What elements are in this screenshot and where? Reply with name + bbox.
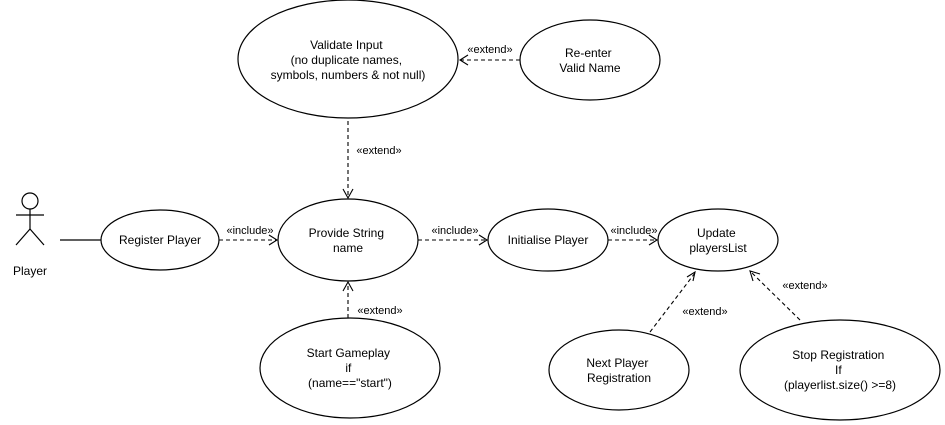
relation-stop-extends-update: «extend»: [749, 270, 828, 321]
actor-right-leg: [29, 228, 45, 246]
use-case-validate-input-label: Validate Input (no duplicate names, symb…: [271, 38, 426, 82]
use-case-provide-string-label: Provide String name: [309, 226, 388, 255]
relation-reenter-extends-validate: «extend»: [458, 44, 520, 66]
use-case-reenter-name-label: Re-enter Valid Name: [559, 46, 620, 75]
use-case-start-gameplay-label: Start Gameplay if (name=="start"): [307, 346, 394, 390]
relation-validate-extends-provide: «extend»: [342, 121, 402, 200]
use-case-reenter-name: [519, 19, 661, 101]
actor-head: [21, 192, 39, 210]
relation-provide-includes-initialise: «include»: [418, 225, 489, 246]
stereotype-label: «include»: [226, 225, 273, 237]
stereotype-label: «extend»: [357, 305, 402, 317]
relation-register-includes-provide: «include»: [219, 225, 279, 246]
relation-start-extends-provide: «extend»: [342, 280, 403, 318]
relation-initialise-includes-update: «include»: [608, 225, 659, 246]
stereotype-label: «extend»: [467, 44, 512, 56]
use-case-update-players-label: Update playersList: [689, 226, 747, 255]
stereotype-label: «include»: [431, 225, 478, 237]
use-case-validate-input: [237, 0, 459, 119]
use-case-update-players: [657, 208, 779, 272]
relation-next-extends-update: «extend»: [649, 270, 728, 333]
actor-left-leg: [15, 228, 31, 246]
use-case-next-player-label: Next Player Registration: [586, 356, 651, 385]
actor-label: Player: [13, 264, 47, 278]
use-case-stop-registration: [739, 319, 941, 421]
use-case-start-gameplay: [259, 317, 441, 419]
player-actor: Player: [13, 192, 47, 278]
stereotype-label: «extend»: [782, 280, 827, 292]
use-case-register-player-label: Register Player: [119, 233, 201, 247]
stereotype-label: «extend»: [356, 145, 401, 157]
stereotype-label: «include»: [610, 225, 657, 237]
use-case-provide-string: [277, 198, 419, 282]
use-case-initialise-player-label: Initialise Player: [508, 233, 589, 247]
stereotype-label: «extend»: [682, 306, 727, 318]
use-case-stop-registration-label: Stop Registration If (playerlist.size() …: [784, 348, 896, 392]
use-case-next-player: [548, 329, 690, 411]
